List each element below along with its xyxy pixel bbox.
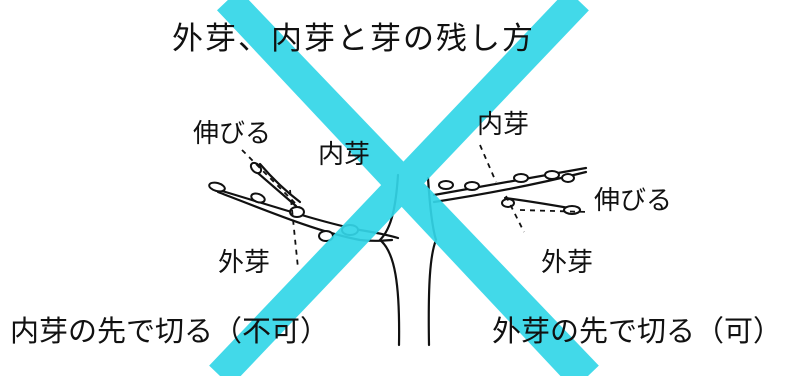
bud xyxy=(561,173,575,183)
left-outer-bud-label: 外芽 xyxy=(218,248,271,278)
left-inner-shoot-2 xyxy=(258,162,302,204)
right-branch-upper xyxy=(432,166,588,197)
right-inner-bud-label: 内芽 xyxy=(477,110,530,140)
bud xyxy=(464,181,480,191)
right-outer-bud-label: 外芽 xyxy=(541,248,594,278)
left-caption: 内芽の先で切る（不可） xyxy=(10,314,330,348)
right-grow-label: 伸びる xyxy=(594,186,673,216)
right-in-guide xyxy=(479,144,497,183)
right-out-guide xyxy=(505,195,525,233)
bud xyxy=(208,181,226,193)
bud xyxy=(250,192,266,204)
bud xyxy=(563,205,581,215)
bud xyxy=(249,161,263,175)
bud xyxy=(544,170,560,180)
left-grow-guide xyxy=(241,149,301,209)
bud xyxy=(438,180,454,190)
bud xyxy=(289,206,305,218)
watermark-cross-mark xyxy=(209,0,599,376)
left-inner-bud-label: 内芽 xyxy=(318,140,371,170)
right-grow-guide xyxy=(519,209,589,213)
right-caption: 外芽の先で切る（可） xyxy=(492,314,783,348)
left-out-guide xyxy=(289,189,299,269)
diagram-title: 外芽、内芽と芽の残し方 xyxy=(172,21,535,57)
left-grow-label: 伸びる xyxy=(193,119,272,149)
bud xyxy=(513,173,529,183)
